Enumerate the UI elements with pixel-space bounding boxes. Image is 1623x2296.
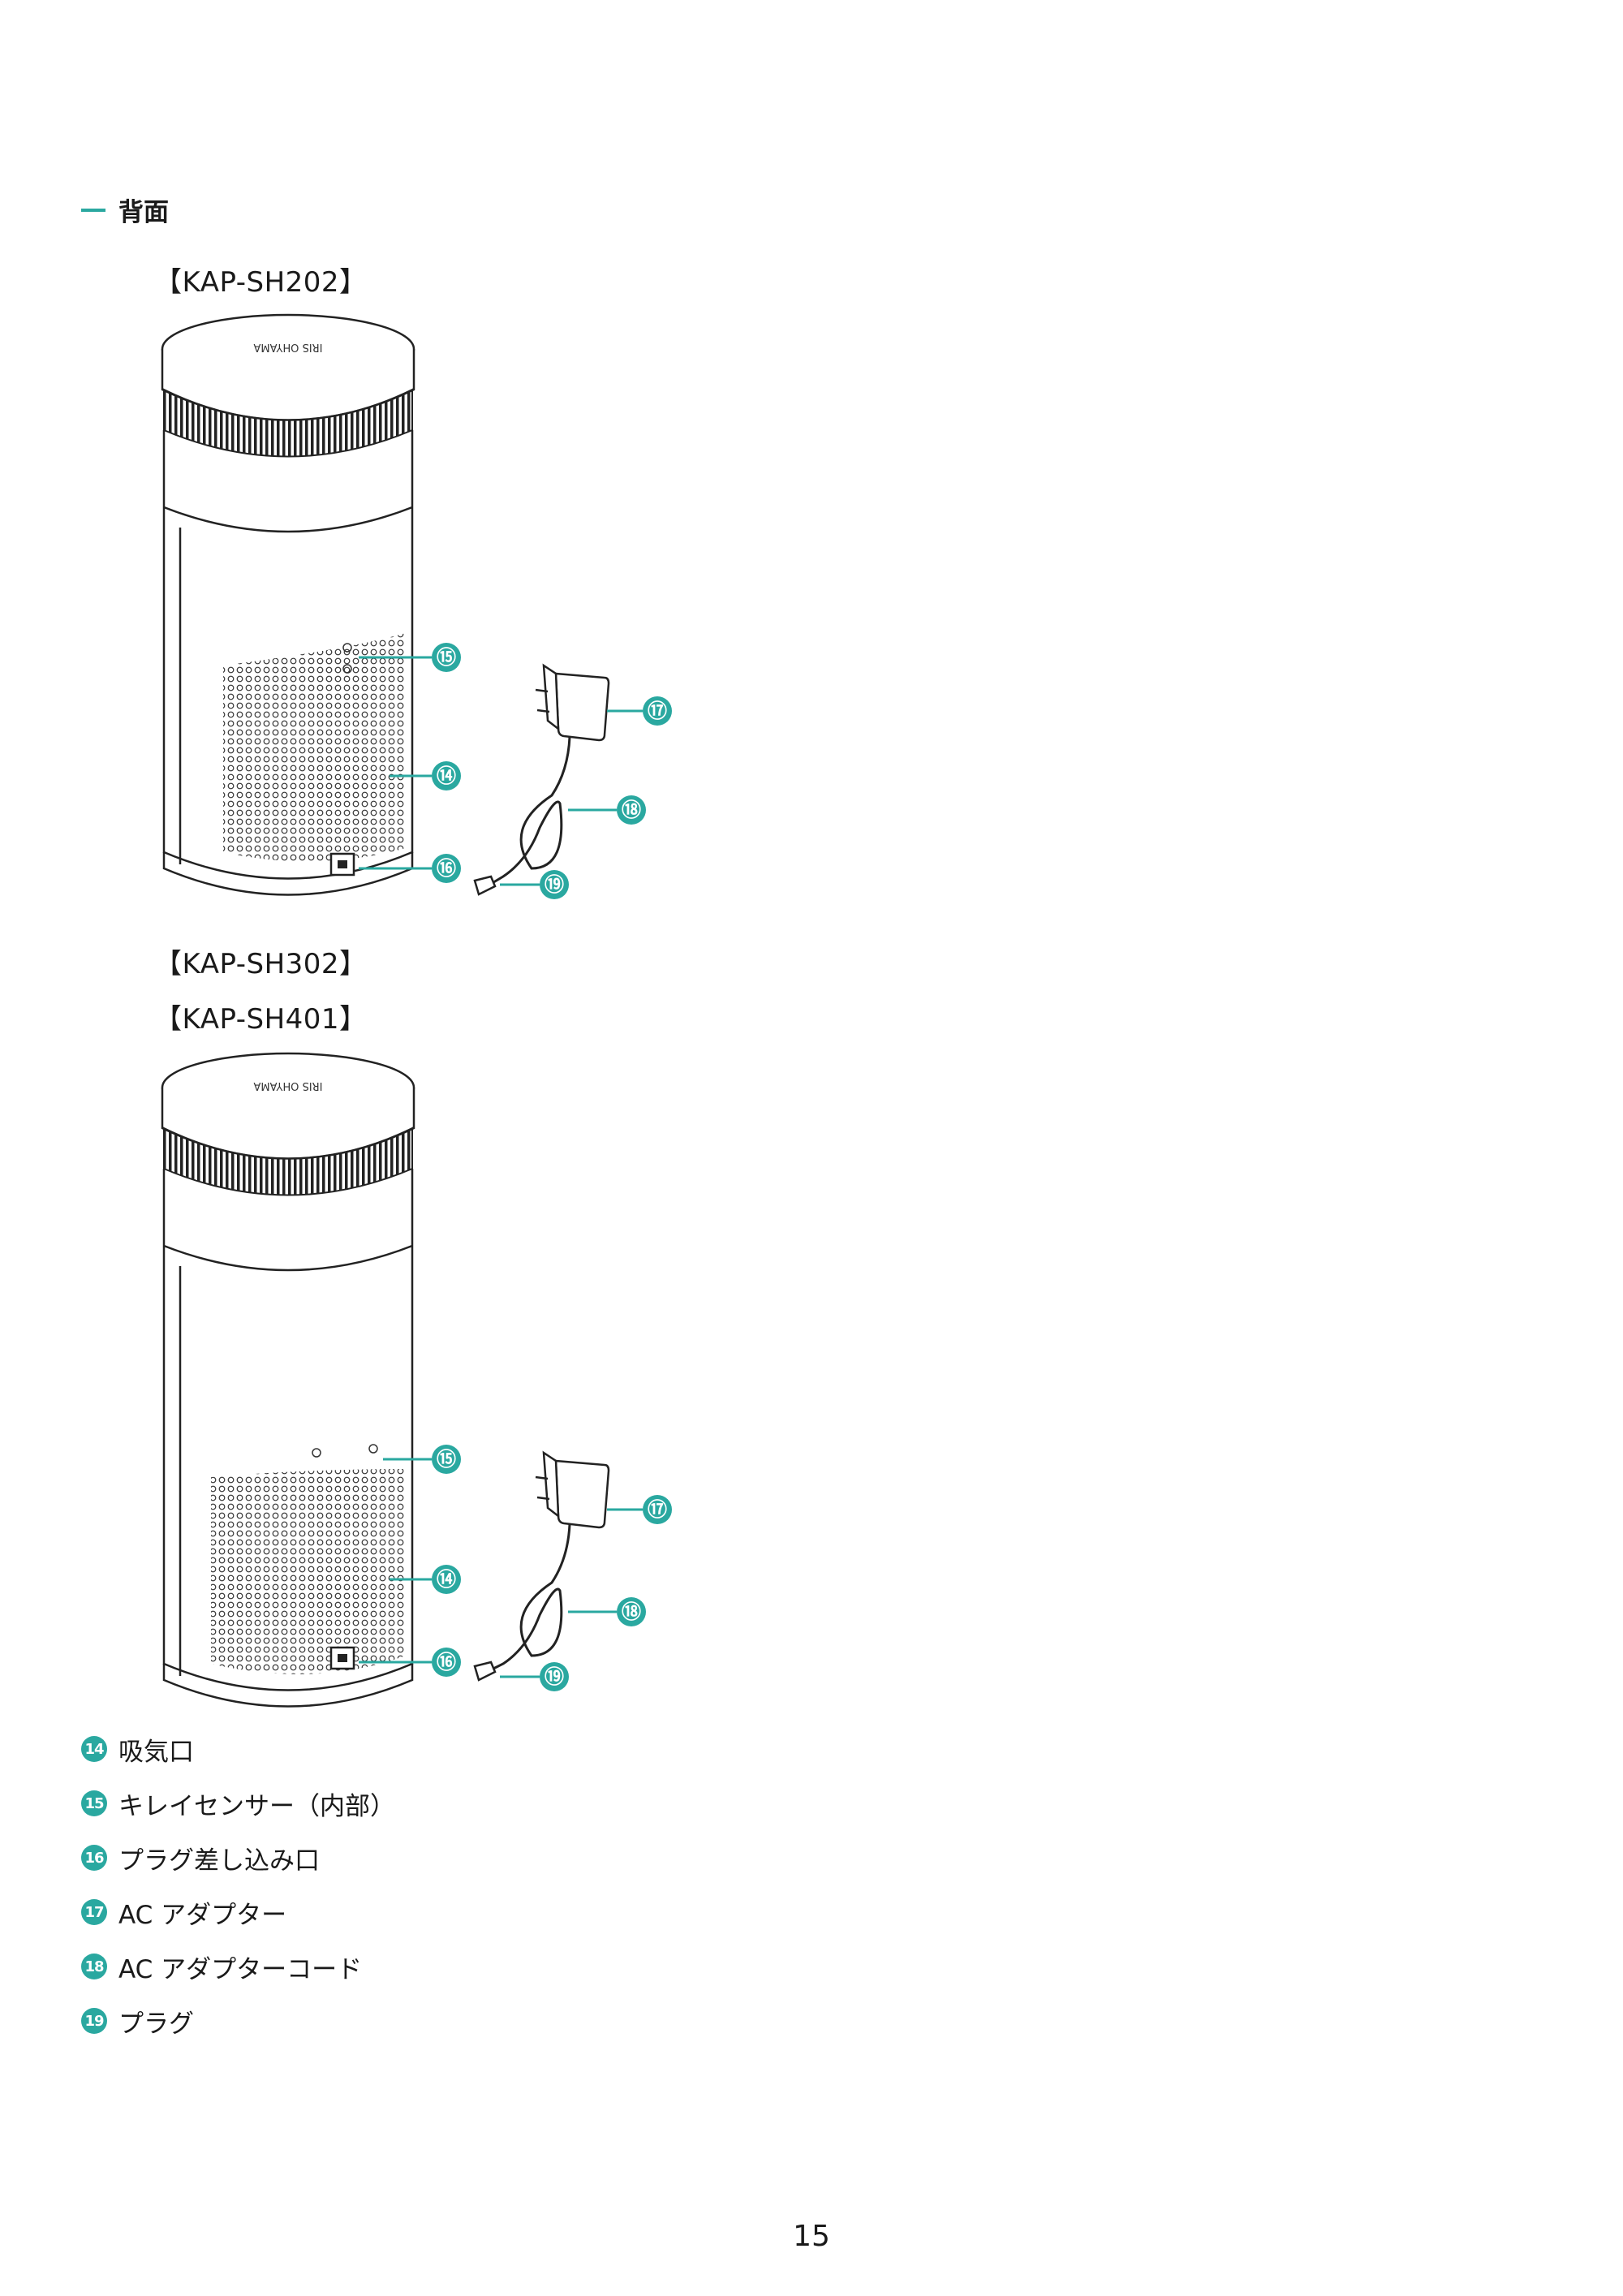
section-title: 背面 bbox=[81, 192, 169, 228]
legend-number-16: 16 bbox=[81, 1845, 107, 1871]
legend-label-18: AC アダプターコード bbox=[118, 1954, 363, 1984]
brand-mark-1: IRIS OHYAMA bbox=[253, 341, 322, 353]
callout-19-label-2: ⑲ bbox=[545, 1665, 564, 1688]
callout-15-label-1: ⑮ bbox=[437, 646, 456, 669]
page-number: 15 bbox=[793, 2220, 830, 2253]
legend-item-17: 17 AC アダプター bbox=[81, 1896, 395, 1930]
model-label-sh401: 【KAP-SH401】 bbox=[154, 1003, 368, 1036]
callout-18-label-1: ⑱ bbox=[622, 799, 641, 821]
adapter-cord-2 bbox=[486, 1523, 571, 1674]
callout-14-2 bbox=[432, 1565, 461, 1594]
ac-adapter-2 bbox=[535, 1450, 610, 1529]
sensor-holes-2 bbox=[312, 1444, 378, 1458]
parts-legend: 14 吸気口 15 キレイセンサー（内部） 16 プラグ差し込み口 17 AC … bbox=[81, 1733, 395, 2059]
callout-14-label-2: ⑭ bbox=[437, 1568, 456, 1591]
callout-14-1 bbox=[432, 761, 461, 790]
callout-19-label-1: ⑲ bbox=[545, 873, 564, 896]
callout-17-label-2: ⑰ bbox=[648, 1498, 667, 1521]
ac-adapter-1 bbox=[535, 663, 610, 742]
legend-number-15: 15 bbox=[81, 1790, 107, 1816]
legend-number-14: 14 bbox=[81, 1736, 107, 1762]
callout-16-1 bbox=[432, 854, 461, 883]
diagram-kap-sh202: IRIS OHYAMA ⑮ ⑭ ⑯ ⑰ ⑱ ⑲ bbox=[161, 313, 672, 899]
section-dash bbox=[81, 208, 105, 212]
legend-item-19: 19 プラグ bbox=[81, 2005, 395, 2039]
legend-item-15: 15 キレイセンサー（内部） bbox=[81, 1787, 395, 1821]
legend-label-19: プラグ bbox=[118, 2009, 194, 2039]
plug-end-1 bbox=[473, 875, 497, 896]
callout-17-1 bbox=[643, 696, 672, 726]
legend-item-14: 14 吸気口 bbox=[81, 1733, 395, 1767]
legend-item-18: 18 AC アダプターコード bbox=[81, 1950, 395, 1984]
legend-number-19: 19 bbox=[81, 2008, 107, 2034]
inlet-mesh-1 bbox=[223, 633, 406, 862]
legend-label-16: プラグ差し込み口 bbox=[118, 1846, 320, 1876]
plug-end-2 bbox=[473, 1661, 497, 1682]
callout-17-label-1: ⑰ bbox=[648, 700, 667, 722]
model-label-sh302: 【KAP-SH302】 bbox=[154, 948, 368, 980]
callout-16-2 bbox=[432, 1648, 461, 1677]
sensor-holes-1 bbox=[342, 643, 352, 674]
legend-number-18: 18 bbox=[81, 1954, 107, 1979]
callout-16-label-2: ⑯ bbox=[437, 1651, 456, 1674]
callout-18-2 bbox=[617, 1597, 646, 1626]
model-label-sh202: 【KAP-SH202】 bbox=[154, 266, 368, 299]
callout-17-2 bbox=[643, 1495, 672, 1524]
callout-16-label-1: ⑯ bbox=[437, 857, 456, 880]
legend-label-14: 吸気口 bbox=[118, 1737, 194, 1767]
adapter-cord-1 bbox=[486, 736, 571, 888]
legend-number-17: 17 bbox=[81, 1899, 107, 1925]
diagram-kap-sh302-sh401: IRIS OHYAMA ⑮ ⑭ ⑯ ⑰ ⑱ ⑲ bbox=[161, 1052, 672, 1708]
brand-mark-2: IRIS OHYAMA bbox=[253, 1079, 322, 1092]
callout-19-2 bbox=[540, 1662, 569, 1691]
callout-15-label-2: ⑮ bbox=[437, 1448, 456, 1471]
callout-18-1 bbox=[617, 795, 646, 825]
callout-14-label-1: ⑭ bbox=[437, 765, 456, 787]
callout-15-1 bbox=[432, 643, 461, 672]
legend-item-16: 16 プラグ差し込み口 bbox=[81, 1842, 395, 1876]
callout-19-1 bbox=[540, 870, 569, 899]
callout-18-label-2: ⑱ bbox=[622, 1600, 641, 1623]
legend-label-17: AC アダプター bbox=[118, 1900, 287, 1930]
callout-15-2 bbox=[432, 1445, 461, 1474]
section-title-text: 背面 bbox=[118, 198, 169, 227]
inlet-mesh-2 bbox=[211, 1469, 406, 1674]
legend-label-15: キレイセンサー（内部） bbox=[118, 1791, 395, 1821]
